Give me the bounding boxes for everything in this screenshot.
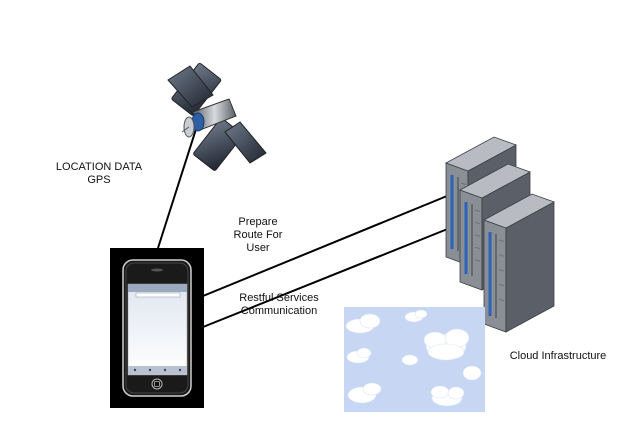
gps-label-line2: GPS — [87, 174, 111, 186]
route-label-line1: Prepare — [238, 216, 278, 228]
smartphone-icon — [110, 248, 204, 408]
route-label: Prepare Route For User — [218, 216, 298, 255]
route-label-line2: Route For — [233, 229, 283, 241]
restful-label-line2: Communication — [240, 305, 318, 317]
gps-label: LOCATION DATA GPS — [44, 161, 154, 187]
satellite-icon — [167, 62, 267, 171]
restful-label-line1: Restful Services — [239, 292, 319, 304]
cloud-infrastructure-label-text: Cloud Infrastructure — [509, 350, 607, 362]
restful-label: Restful Services Communication — [224, 292, 334, 318]
gps-label-line1: LOCATION DATA — [55, 161, 143, 173]
route-link-line — [202, 195, 448, 297]
route-label-line3: User — [246, 242, 270, 254]
restful-link-line — [202, 223, 461, 328]
server-rack-icon — [445, 136, 555, 333]
gps-link-line — [157, 125, 198, 249]
cloud-infrastructure-label: Cloud Infrastructure — [496, 350, 620, 363]
cloud-icon — [344, 307, 485, 412]
server-rack-c — [483, 193, 555, 333]
